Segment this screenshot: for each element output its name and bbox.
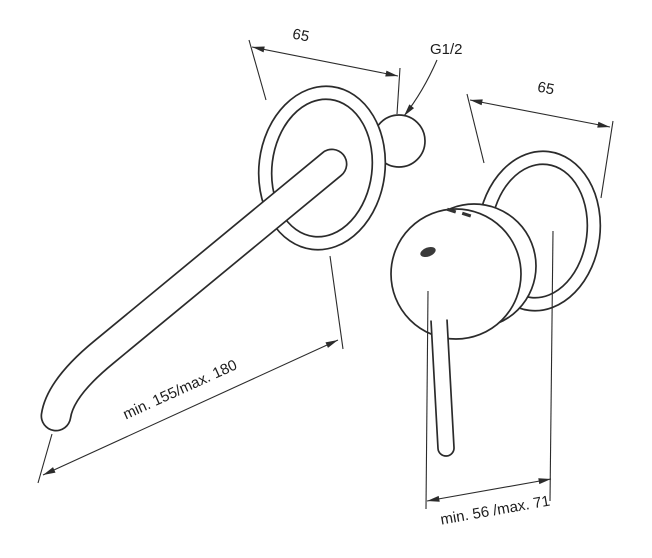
dimension-mixer-plate-width: 65: [466, 79, 614, 199]
mixer-plate-width-label: 65: [536, 79, 556, 99]
thread-size-label: G1/2: [430, 41, 463, 58]
spout-escutcheon-inner: [270, 98, 374, 238]
mixer-assembly: [390, 150, 602, 457]
extension-line-left: [37, 433, 53, 484]
leader-line: [403, 59, 438, 117]
extension-line-right: [329, 255, 344, 350]
thread-size-callout: G1/2: [403, 41, 463, 117]
spout-assembly: [40, 85, 426, 432]
mixer-handle: [430, 319, 455, 457]
dimension-line: [42, 339, 339, 476]
extension-line-right: [549, 230, 554, 502]
dimension-spout-plate-width: 65: [248, 26, 401, 115]
extension-line-left: [466, 93, 485, 164]
temperature-mark-2: [461, 211, 472, 218]
temperature-mark-1: [446, 207, 457, 214]
extension-line-right: [396, 67, 401, 115]
dimension-line: [251, 46, 399, 77]
indicator-dot: [420, 246, 436, 258]
spout-plate-width-label: 65: [291, 26, 311, 46]
extension-line-right: [600, 120, 614, 199]
dimension-line: [469, 99, 611, 128]
mixer-body: [390, 208, 522, 340]
extension-line-left: [425, 290, 429, 510]
spout-reach-label: min. 155/max. 180: [120, 357, 239, 424]
dimension-line: [426, 478, 552, 502]
mixer-depth-label: min. 56 /max. 71: [439, 493, 551, 529]
